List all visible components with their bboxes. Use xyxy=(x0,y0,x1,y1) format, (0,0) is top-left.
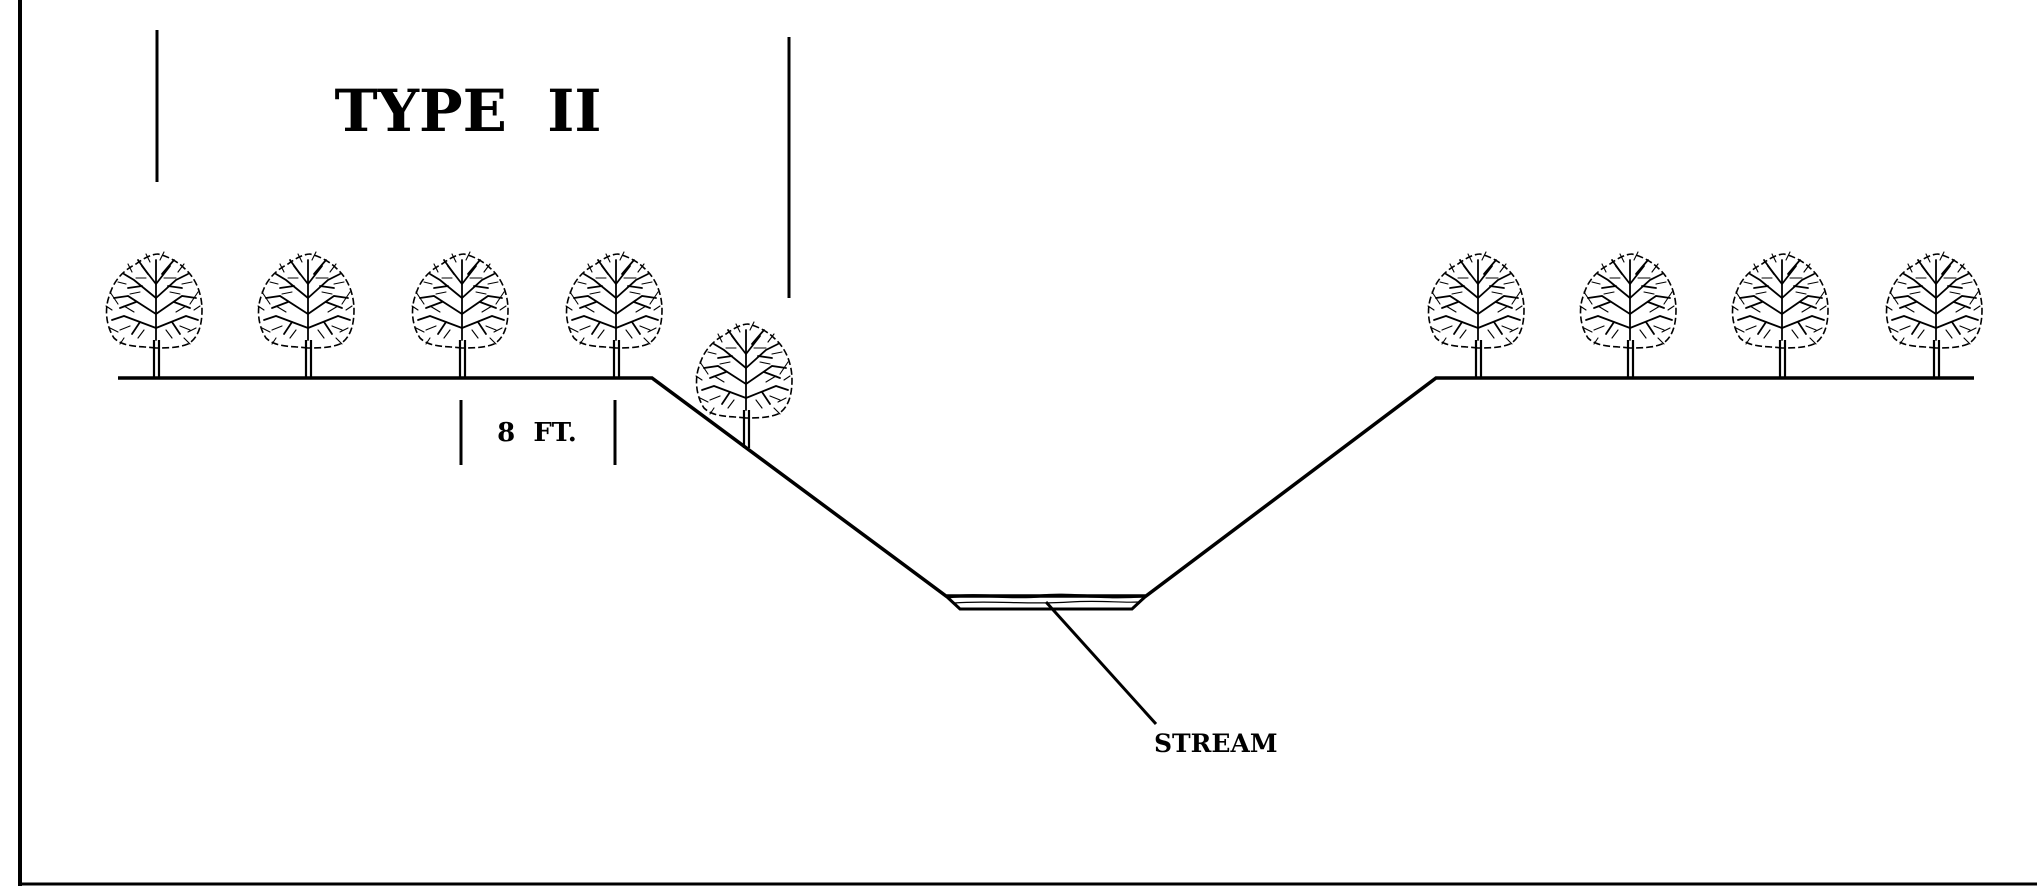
stream-water-surface xyxy=(947,593,1145,599)
stream-bed xyxy=(944,594,1148,611)
stream-leader-line xyxy=(1044,600,1158,726)
stream-label: STREAM xyxy=(1154,729,1278,758)
tree-icon xyxy=(1730,250,1830,380)
ground-profile xyxy=(118,376,1974,598)
stream-water-line xyxy=(953,600,1139,604)
tree-icon xyxy=(410,250,510,380)
tree-icon xyxy=(1426,250,1526,380)
tree-icon xyxy=(104,250,204,380)
spacing-label: 8 FT. xyxy=(497,418,577,448)
tree-icon xyxy=(564,250,664,380)
tree-icon xyxy=(256,250,356,380)
trees-right xyxy=(1426,250,1984,380)
diagram-title: TYPE II xyxy=(334,77,601,145)
tree-icon xyxy=(694,320,794,450)
tree-icon xyxy=(1884,250,1984,380)
tree-icon xyxy=(1578,250,1678,380)
trees-left xyxy=(104,250,664,380)
